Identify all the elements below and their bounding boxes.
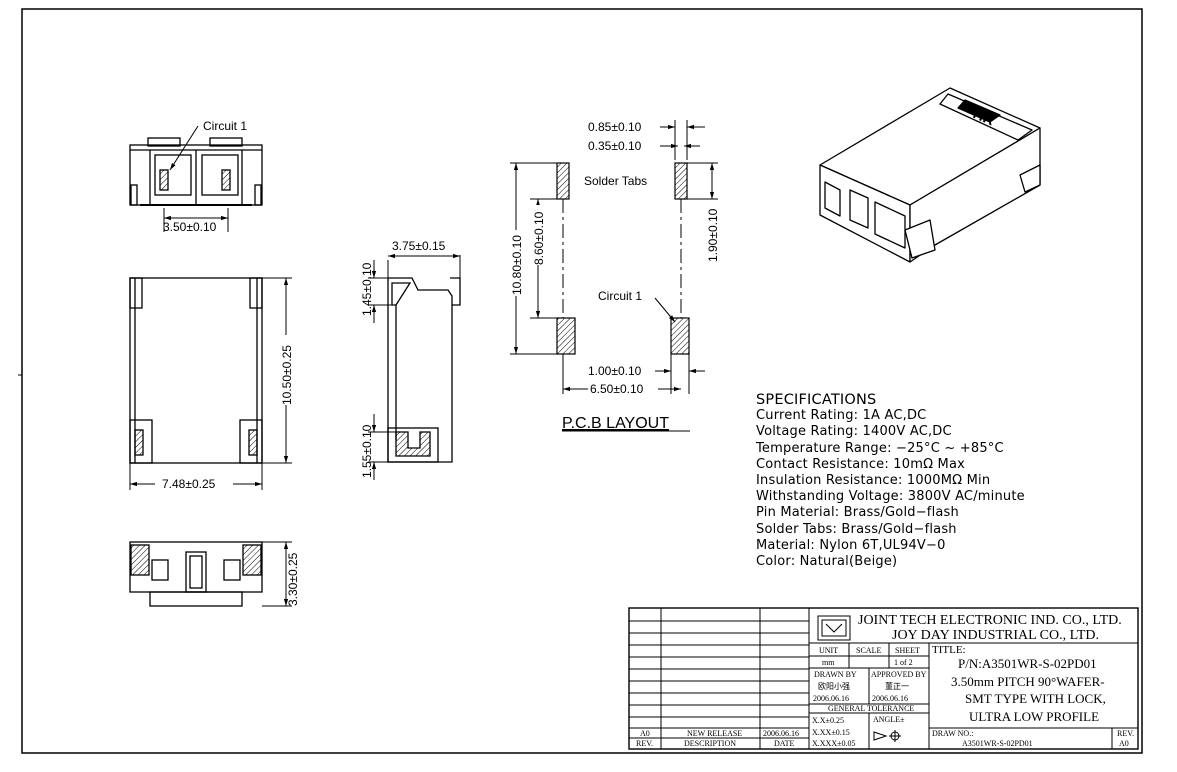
unit-label: UNIT	[819, 646, 838, 655]
rev-label: REV.	[1117, 729, 1134, 738]
pcb-dim-190: 1.90±0.10	[706, 208, 720, 262]
pcb-layout	[510, 120, 718, 394]
pcb-layout-caption: P.C.B LAYOUT	[562, 415, 669, 432]
spec-line: Withstanding Voltage: 3800V AC/minute	[756, 489, 1025, 505]
approved-by-label: APPROVED BY	[871, 670, 927, 679]
front-mid-height-dim: 10.50±0.25	[280, 345, 294, 405]
title-block	[628, 607, 1139, 750]
revision-row-date: 2006.06.16	[763, 729, 799, 738]
draw-no-label: DRAW NO.:	[932, 729, 973, 738]
sheet-label: SHEET	[895, 646, 920, 655]
pcb-dim-860: 8.60±0.10	[532, 211, 546, 265]
sheet-value: 1 of 2	[894, 658, 913, 667]
general-tolerance: GENERAL TOLERANCE	[828, 704, 914, 713]
rev-value: A0	[1119, 739, 1129, 748]
scale-label: SCALE	[856, 646, 881, 655]
front-bottom-view	[129, 541, 292, 607]
part-number: P/N:A3501WR-S-02PD01	[958, 656, 1097, 671]
spec-line: Current Rating: 1A AC,DC	[756, 408, 927, 424]
column-description: DESCRIPTION	[684, 739, 736, 748]
column-date: DATE	[774, 739, 795, 748]
angle-label: ANGLE±	[873, 715, 905, 724]
title-label: TITLE:	[932, 644, 966, 656]
pcb-dim-650: 6.50±0.10	[590, 382, 644, 396]
pcb-circuit-label: Circuit 1	[598, 289, 642, 303]
front-bottom-height-dim: 3.30±0.25	[286, 552, 300, 606]
spec-line: Color: Natural(Beige)	[756, 554, 898, 570]
spec-line: Solder Tabs: Brass/Gold−flash	[756, 521, 957, 537]
tolerance-2: X.XX±0.15	[812, 728, 850, 737]
spec-line: Material: Nylon 6T,UL94V−0	[756, 537, 946, 553]
revision-row-rev: A0	[640, 729, 650, 738]
pcb-solder-tabs-label: Solder Tabs	[584, 174, 647, 188]
drawn-by-label: DRAWN BY	[814, 670, 857, 679]
unit-value: mm	[822, 658, 835, 667]
pcb-dim-1080: 10.80±0.10	[510, 235, 524, 295]
drawn-date: 2006.06.16	[813, 694, 849, 703]
drawn-by-name: 欧阳小强	[818, 681, 850, 691]
pcb-dim-100: 1.00±0.10	[588, 364, 642, 378]
side-top-dim: 1.45±0.10	[360, 262, 374, 316]
column-rev: REV.	[636, 739, 653, 748]
pcb-dim-085: 0.85±0.10	[588, 120, 642, 134]
side-bottom-dim: 1.55±0.10	[360, 424, 374, 478]
spec-line: Pin Material: Brass/Gold−flash	[756, 505, 959, 521]
draw-no: A3501WR-S-02PD01	[962, 739, 1033, 748]
company-line-1: JOINT TECH ELECTRONIC IND. CO., LTD.	[858, 613, 1122, 628]
front-mid-width-dim: 7.48±0.25	[162, 477, 216, 491]
company-line-2: JOY DAY INDUSTRIAL CO., LTD.	[892, 628, 1099, 643]
side-width-dim: 3.75±0.15	[392, 239, 446, 253]
front-top-width-dim: 3.50±0.10	[163, 220, 217, 234]
specifications-block: SPECIFICATIONS Current Rating: 1A AC,DC …	[756, 392, 1086, 570]
tolerance-3: X.XXX±0.05	[812, 739, 856, 748]
front-top-circuit-label: Circuit 1	[203, 119, 247, 133]
front-top-view	[129, 125, 263, 232]
spec-line: Insulation Resistance: 1000MΩ Min	[756, 473, 991, 489]
outer-border	[21, 8, 1143, 754]
revision-row-description: NEW RELEASE	[687, 729, 742, 738]
front-middle-view	[129, 277, 292, 490]
spec-line: Contact Resistance: 10mΩ Max	[756, 456, 966, 472]
approved-by-name: 董正一	[885, 681, 909, 691]
title-line-3: ULTRA LOW PROFILE	[969, 709, 1099, 724]
isometric-view	[819, 87, 1041, 263]
pcb-dim-035: 0.35±0.10	[588, 139, 642, 153]
spec-line: Temperature Range: −25°C ~ +85°C	[756, 440, 1004, 456]
approved-date: 2006.06.16	[872, 694, 908, 703]
specifications-heading: SPECIFICATIONS	[756, 392, 877, 408]
side-view	[368, 253, 461, 480]
spec-line: Voltage Rating: 1400V AC,DC	[756, 424, 952, 440]
title-line-2: SMT TYPE WITH LOCK,	[965, 691, 1106, 706]
tolerance-1: X.X±0.25	[812, 716, 844, 725]
title-line-1: 3.50mm PITCH 90°WAFER-	[951, 674, 1105, 689]
